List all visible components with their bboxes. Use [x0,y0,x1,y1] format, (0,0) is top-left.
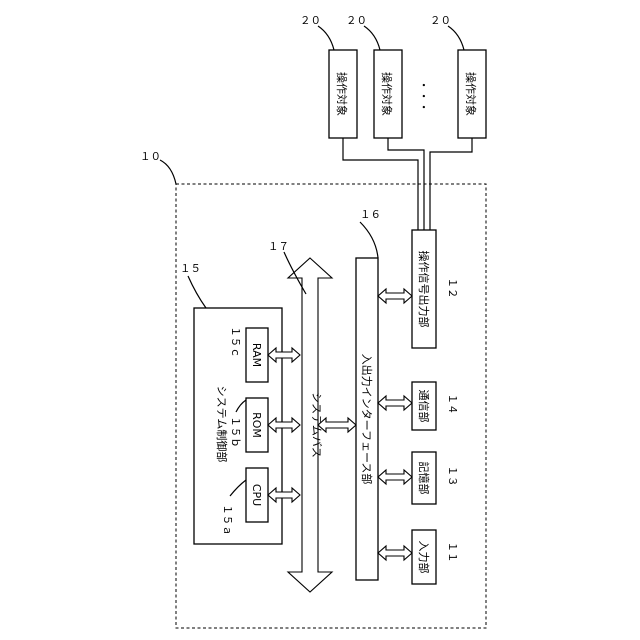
arrow-io-comm [378,396,412,410]
arrow-io-storage [378,470,412,484]
ref-system-control: １５ [180,263,201,275]
arrow-ram-bus [268,348,300,362]
storage-unit-label: 記憶部 [417,462,431,495]
system-control-leader [188,276,206,308]
ref-io-interface: １６ [360,209,381,221]
ref-storage-unit: １３ [446,466,458,487]
ram-label: RAM [250,343,263,367]
ref-rom: １５ｂ [229,416,241,448]
io-interface-label: 入出力インターフェース部 [360,354,374,485]
io-interface-leader [360,222,378,258]
arrow-io-opout [378,289,412,303]
device-leader [160,160,176,184]
operation-target-1-label: 操作対象 [335,72,349,116]
target-2-leader [364,26,380,50]
ref-input-unit: １１ [446,542,458,563]
arrow-cpu-bus [268,488,300,502]
comm-unit-label: 通信部 [417,390,431,423]
cpu-label: CPU [250,484,263,506]
input-unit-label: 入力部 [417,541,431,574]
arrow-rom-bus [268,418,300,432]
ref-cpu: １５ａ [221,504,233,536]
ref-target-3: ２０ [430,15,451,27]
ref-target-2: ２０ [346,15,367,27]
op-signal-output-label: 操作信号出力部 [417,251,431,328]
target-3-leader [448,26,464,50]
ref-system-bus: １７ [268,241,289,253]
ref-ram: １５ｃ [229,326,241,358]
arrow-bus-io [318,418,356,432]
system-control-label: システム制御部 [215,386,229,463]
ref-comm-unit: １４ [446,394,458,415]
operation-target-3-label: 操作対象 [464,72,478,116]
arrow-io-input [378,546,412,560]
operation-target-2-label: 操作対象 [380,72,394,116]
ref-device: １０ [140,151,161,163]
ref-op-signal-output: １２ [446,278,458,299]
target-1-leader [318,26,334,50]
ref-target-1: ２０ [300,15,321,27]
rom-label: ROM [250,412,263,438]
targets-ellipsis: ・・・ [417,80,430,113]
